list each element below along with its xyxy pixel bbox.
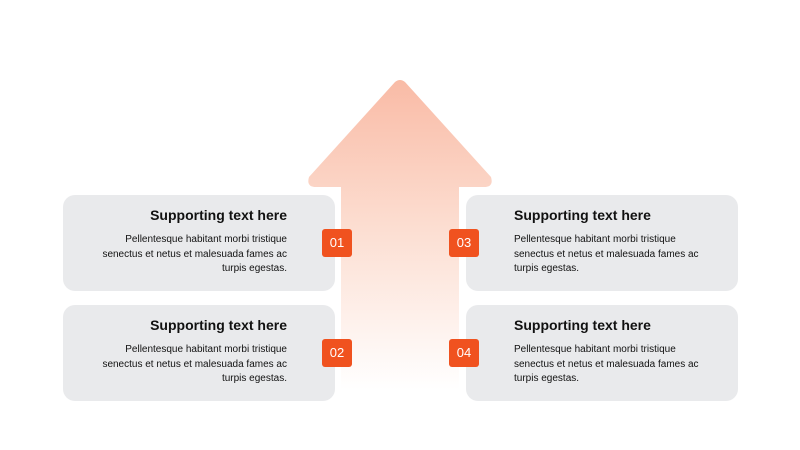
step-description: Pellentesque habitant morbi tristique se…	[514, 344, 699, 384]
step-description: Pellentesque habitant morbi tristique se…	[102, 344, 287, 384]
step-title: Supporting text here	[150, 317, 287, 333]
step-number-badge-04: 04	[449, 339, 479, 367]
step-description: Pellentesque habitant morbi tristique se…	[514, 234, 699, 274]
step-title: Supporting text here	[514, 207, 651, 223]
step-title: Supporting text here	[150, 207, 287, 223]
step-number-badge-02: 02	[322, 339, 352, 367]
step-card-03: Supporting text here Pellentesque habita…	[466, 195, 738, 291]
step-card-02: Supporting text here Pellentesque habita…	[63, 305, 335, 401]
step-title: Supporting text here	[514, 317, 651, 333]
step-number-badge-03: 03	[449, 229, 479, 257]
step-card-01: Supporting text here Pellentesque habita…	[63, 195, 335, 291]
step-number-badge-01: 01	[322, 229, 352, 257]
up-arrow-icon	[308, 80, 492, 390]
step-card-04: Supporting text here Pellentesque habita…	[466, 305, 738, 401]
step-description: Pellentesque habitant morbi tristique se…	[102, 234, 287, 274]
